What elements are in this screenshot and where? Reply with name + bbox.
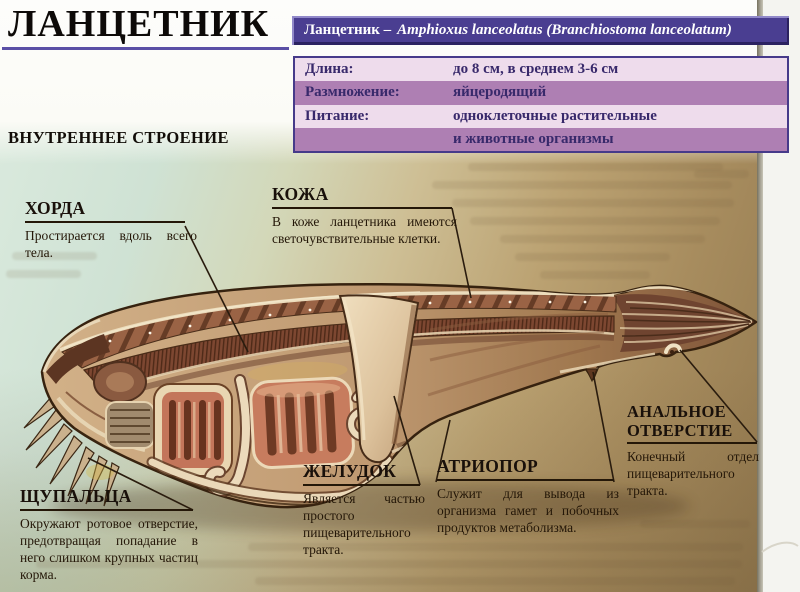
callout-line-atriopor-left bbox=[435, 419, 451, 483]
table-row: Размножение: яйцеродящий bbox=[295, 81, 787, 105]
ghost-text-line bbox=[540, 271, 650, 279]
title-underline bbox=[2, 47, 289, 50]
species-common-name: Ланцетник – bbox=[304, 22, 392, 38]
label-zheludok: ЖЕЛУДОК Является частью простого пищевар… bbox=[303, 461, 425, 558]
label-description: Простирается вдоль всего тела. bbox=[25, 228, 197, 260]
body-internal-detail bbox=[42, 286, 754, 506]
gill-basket-left bbox=[153, 383, 233, 477]
callout-line-atriopor-right bbox=[592, 371, 615, 483]
row-value: одноклеточные растительные bbox=[453, 107, 657, 124]
label-shchupaltsa: ЩУПАЛЬЦА Окружают ротовое отверстие, пре… bbox=[20, 486, 198, 583]
ghost-text-line bbox=[255, 577, 735, 585]
tentacles bbox=[23, 395, 120, 507]
anal-opening bbox=[664, 343, 682, 354]
species-latin-name: Amphioxus lanceolatus (Branchiostoma lan… bbox=[397, 22, 732, 38]
row-value: и животные организмы bbox=[453, 130, 614, 147]
label-underline bbox=[20, 509, 193, 511]
gill-basket-right bbox=[247, 361, 355, 470]
ghost-text-line bbox=[515, 253, 670, 261]
atriopore-spike bbox=[585, 368, 598, 383]
label-atriopor: АТРИОПОР Служит для вывода из организма … bbox=[437, 456, 619, 536]
ghost-text-line bbox=[248, 543, 743, 551]
label-underline bbox=[303, 484, 420, 486]
callout-line-analnoe bbox=[679, 349, 758, 443]
label-underline bbox=[272, 207, 452, 209]
tail-fin bbox=[611, 286, 754, 352]
label-title: ЩУПАЛЬЦА bbox=[20, 486, 132, 506]
ghost-text-line bbox=[36, 560, 742, 568]
label-title: ЖЕЛУДОК bbox=[303, 461, 397, 481]
ghost-text-line bbox=[468, 163, 723, 171]
ghost-text-line bbox=[694, 170, 749, 178]
label-analnoe-otverstie: АНАЛЬНОЕ ОТВЕРСТИЕ Конечный отдел пищева… bbox=[627, 402, 759, 499]
label-title: АТРИОПОР bbox=[437, 456, 538, 476]
callout-line-chorda bbox=[184, 225, 249, 353]
callout-line-kozha bbox=[451, 207, 472, 299]
liver-organ bbox=[105, 401, 155, 449]
row-value: яйцеродящий bbox=[453, 84, 547, 101]
species-info-table: Длина: до 8 см, в среднем 3-6 см Размнож… bbox=[293, 56, 789, 153]
skin-flap bbox=[338, 294, 420, 464]
label-description: Служит для вывода из организма гамет и п… bbox=[437, 486, 619, 535]
row-label: Длина: bbox=[305, 61, 354, 78]
ghost-text-line bbox=[6, 270, 81, 278]
label-underline bbox=[627, 442, 757, 444]
ghost-text-line bbox=[452, 199, 734, 207]
callout-line-zheludok bbox=[393, 395, 421, 486]
page-edge bbox=[757, 0, 763, 592]
label-description: Конечный отдел пищеварительного тракта. bbox=[627, 449, 759, 498]
callout-lines bbox=[87, 207, 758, 511]
label-description: Окружают ротовое отверстие, предотвращая… bbox=[20, 516, 198, 582]
label-title: АНАЛЬНОЕ ОТВЕРСТИЕ bbox=[627, 402, 733, 440]
section-heading: ВНУТРЕННЕЕ СТРОЕНИЕ bbox=[8, 128, 229, 147]
label-title: КОЖА bbox=[272, 184, 329, 204]
ghost-text-line bbox=[470, 217, 720, 225]
label-title: ХОРДА bbox=[25, 198, 86, 218]
table-row: Питание: одноклеточные растительные bbox=[295, 104, 787, 128]
ghost-text-line bbox=[12, 252, 97, 260]
callout-line-shchupaltsa bbox=[87, 457, 194, 511]
label-underline bbox=[437, 479, 614, 481]
label-chorda: ХОРДА Простирается вдоль всего тела. bbox=[25, 198, 197, 261]
row-value: до 8 см, в среднем 3-6 см bbox=[453, 61, 619, 78]
table-row: Длина: до 8 см, в среднем 3-6 см bbox=[295, 58, 787, 82]
ghost-text-line bbox=[432, 181, 732, 189]
row-label: Питание: bbox=[305, 107, 370, 124]
species-header-bar: Ланцетник – Amphioxus lanceolatus (Branc… bbox=[292, 16, 789, 45]
page-curl bbox=[761, 541, 799, 553]
head-cutaway bbox=[42, 318, 151, 452]
label-kozha: КОЖА В коже ланцетника имеются светочувс… bbox=[272, 184, 457, 247]
label-underline bbox=[25, 221, 185, 223]
label-description: В коже ланцетника имеются светочувствите… bbox=[272, 214, 457, 246]
page-title: ЛАНЦЕТНИК bbox=[8, 3, 270, 45]
ghost-text-line bbox=[500, 235, 705, 243]
table-row: и животные организмы bbox=[295, 127, 787, 151]
row-label: Размножение: bbox=[305, 84, 400, 101]
label-description: Является частью простого пищеварительног… bbox=[303, 491, 425, 557]
ghost-text-line bbox=[640, 520, 750, 528]
